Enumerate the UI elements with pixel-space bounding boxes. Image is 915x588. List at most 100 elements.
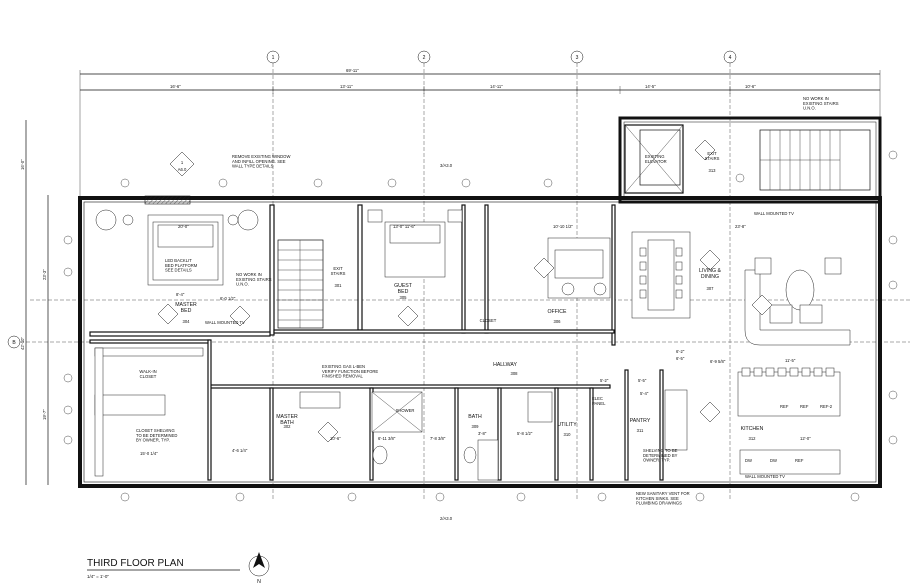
stair-b — [759, 129, 871, 191]
dim-left-lower: 19'-7" — [42, 409, 47, 420]
appliance-label: REF — [800, 404, 809, 409]
dim-segment-4: 14'-5" — [645, 84, 656, 89]
dimension-strings: 69'-11" 16'-6" 13'-11" 14'-11" 14'-5" 10… — [20, 68, 881, 485]
elevation-tag-num: 1 — [181, 160, 184, 165]
svg-text:4'-6 1/4": 4'-6 1/4" — [232, 448, 248, 453]
room-closet-label: CLOSET — [480, 318, 497, 323]
dim-segment-3: 14'-11" — [490, 84, 503, 89]
room-bath-num: 309 — [472, 424, 480, 429]
dim-left-top: 16'-0" — [20, 159, 25, 170]
appliance-label: REF — [780, 404, 789, 409]
grid-bubble-b: B — [7, 335, 21, 349]
svg-text:12'-0": 12'-0" — [800, 436, 811, 441]
grid-bubble-3: 3 — [570, 50, 584, 64]
svg-text:5'-4": 5'-4" — [640, 391, 649, 396]
section-mark-bottom: 2/A3.0 — [440, 516, 453, 521]
interior-dimensions: 20'-0" 13'-0" 11'-6" 10'-10 1/2" 23'-8" … — [140, 224, 811, 456]
svg-text:6'-9 5/8": 6'-9 5/8" — [710, 359, 726, 364]
svg-text:15'-0 1/4": 15'-0 1/4" — [140, 451, 158, 456]
section-mark-top: 3/A3.0 — [440, 163, 453, 168]
exterior-walls — [78, 116, 882, 488]
stair-a — [277, 239, 324, 329]
dim-left-overall: 42'-10" — [20, 336, 25, 350]
svg-text:5'-8 1/2": 5'-8 1/2" — [517, 431, 533, 436]
svg-text:13'-0" 11'-6": 13'-0" 11'-6" — [393, 224, 416, 229]
svg-text:11'-5": 11'-5" — [785, 358, 796, 363]
dim-left-upper: 23'-3" — [42, 269, 47, 280]
drawing-title-text: THIRD FLOOR PLAN — [87, 558, 184, 569]
svg-text:10'-10 1/2": 10'-10 1/2" — [553, 224, 573, 229]
svg-text:10'-6": 10'-6" — [330, 436, 341, 441]
interior-walls — [89, 124, 684, 481]
room-exit-stairs-a-num: 301 — [335, 283, 343, 288]
svg-text:5'-5": 5'-5" — [638, 378, 647, 383]
svg-text:6'-11 3/8": 6'-11 3/8" — [378, 436, 396, 441]
note-wall-tv-a: WALL MOUNTED TV — [754, 211, 794, 216]
grid-bubble-2: 2 — [417, 50, 431, 64]
room-living-num: 307 — [707, 286, 715, 291]
svg-text:6'-0 1/2": 6'-0 1/2" — [220, 296, 236, 301]
appliance-label: REF — [795, 458, 804, 463]
north-label: N — [257, 579, 261, 585]
wall-type-tags — [157, 139, 773, 443]
master-bed-furniture — [95, 151, 259, 286]
room-office-num: 306 — [554, 319, 562, 324]
room-kitchen-num: 312 — [749, 436, 757, 441]
room-pantry-label: PANTRY — [630, 418, 651, 424]
grid-bubble-4: 4 — [723, 50, 737, 64]
room-utility-label: UTILITY — [557, 422, 577, 428]
window-tags — [63, 150, 898, 502]
svg-text:1: 1 — [272, 55, 275, 61]
bath-fixtures — [299, 391, 553, 481]
north-arrow-icon: N — [248, 552, 270, 585]
dim-segment-5: 10'-6" — [745, 84, 756, 89]
svg-text:6'-5": 6'-5" — [676, 356, 685, 361]
room-shower-label: SHOWER — [396, 408, 415, 413]
room-exit-stairs-b-num: 313 — [709, 168, 717, 173]
dim-segment-1: 16'-6" — [170, 84, 181, 89]
svg-text:20'-0": 20'-0" — [178, 224, 189, 229]
dim-segment-2: 13'-11" — [340, 84, 353, 89]
svg-text:5'-2": 5'-2" — [600, 378, 609, 383]
room-living-label: LIVING &DINING — [699, 268, 721, 280]
guest-bed-furniture — [367, 209, 463, 278]
room-utility-num: 310 — [564, 432, 572, 437]
appliance-label: DW — [745, 458, 752, 463]
svg-text:B: B — [12, 340, 16, 346]
appliance-labels: REF REF REF-2 DW DW REF — [745, 404, 833, 463]
overall-width-dim: 69'-11" — [346, 68, 359, 73]
room-master-bed-num: 304 — [183, 319, 191, 324]
room-bath-label: BATH — [468, 414, 482, 420]
svg-text:7'-8 3/8": 7'-8 3/8" — [430, 436, 446, 441]
appliance-label: REF-2 — [820, 404, 833, 409]
sectional-sofa — [744, 257, 851, 346]
room-pantry-num: 311 — [637, 428, 644, 433]
drawing-scale: 1/4" = 1'-0" — [87, 574, 109, 579]
room-master-bath-num: 302 — [284, 424, 292, 429]
svg-text:6'-2": 6'-2" — [676, 349, 685, 354]
kitchen-island — [664, 367, 841, 475]
elevation-tag-sheet: A6.0 — [178, 167, 187, 172]
drawing-title: THIRD FLOOR PLAN 1/4" = 1'-0" — [87, 558, 240, 579]
room-kitchen-label: KITCHEN — [741, 426, 764, 432]
svg-text:2: 2 — [423, 55, 426, 61]
svg-text:4: 4 — [729, 55, 732, 61]
office-furniture — [547, 237, 611, 299]
appliance-label: DW — [770, 458, 777, 463]
